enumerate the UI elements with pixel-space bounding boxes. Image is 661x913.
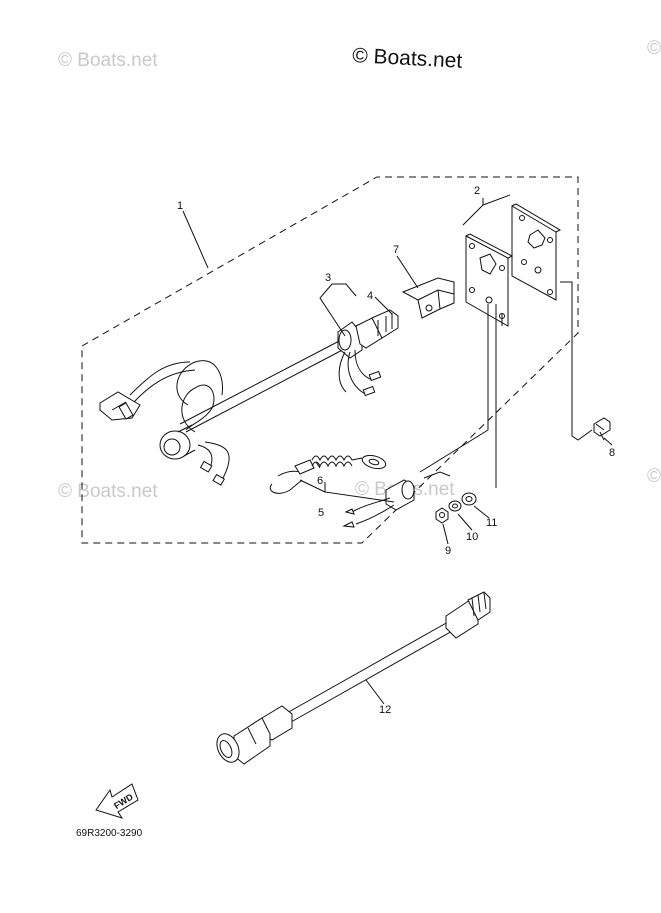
lanyard-cord [269, 454, 387, 494]
watermark-top-right: © [647, 38, 661, 59]
stop-switch [342, 479, 415, 528]
switch-panel [465, 233, 514, 327]
callout-1: 1 [177, 200, 183, 212]
screw [593, 417, 611, 441]
callout-6: 6 [317, 475, 323, 487]
switch-bracket [401, 277, 455, 319]
callout-7: 7 [393, 244, 399, 256]
callout-3: 3 [325, 272, 331, 284]
watermark-mid-left: © Boats.net [58, 481, 158, 502]
callout-5: 5 [318, 507, 324, 519]
callout-4: 4 [367, 290, 373, 302]
nut [435, 507, 449, 524]
washer-large [461, 492, 477, 506]
callout-8: 8 [609, 447, 615, 459]
assembly-boundary [81, 176, 579, 544]
callout-11: 11 [486, 517, 497, 529]
kill-switch-assembly [337, 309, 399, 397]
washer-small [448, 500, 462, 512]
callout-12: 12 [379, 704, 391, 716]
copyright-notice: © Boats.net [352, 44, 463, 73]
watermark-top-left: © Boats.net [58, 50, 158, 71]
extension-cable [216, 591, 491, 765]
leader-lines [182, 194, 613, 705]
callout-10: 10 [466, 531, 478, 543]
watermark-mid-right: © [647, 466, 661, 487]
wiring-harness [99, 337, 351, 486]
callout-9: 9 [445, 545, 451, 557]
diagram-code: 69R3200-3290 [76, 828, 143, 839]
assembly-guide-lines [419, 281, 593, 488]
callout-2: 2 [474, 185, 480, 197]
mounting-plate [511, 203, 562, 301]
fwd-arrow-icon: FWD [95, 783, 139, 819]
